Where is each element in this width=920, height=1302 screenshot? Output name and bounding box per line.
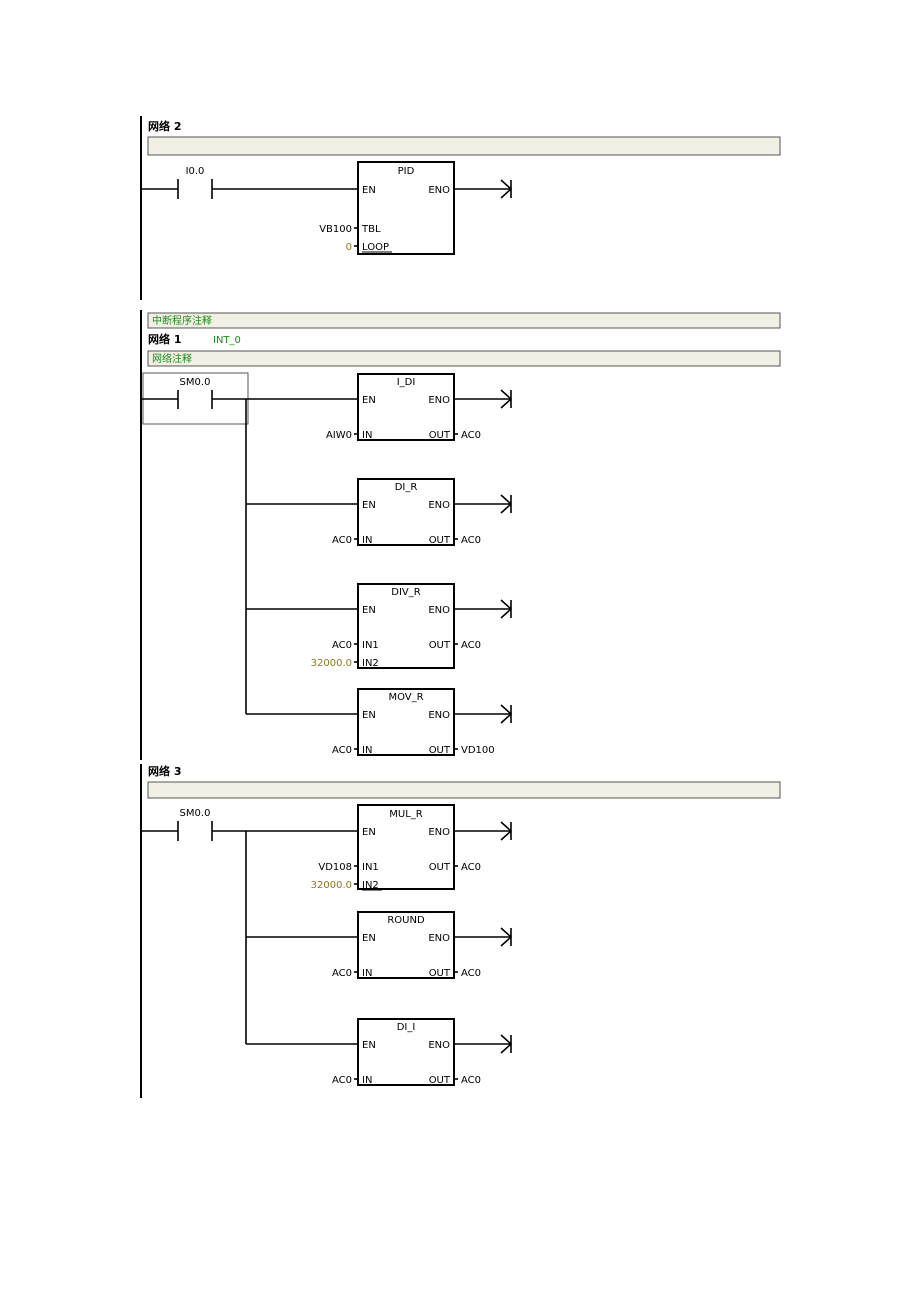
mul-r-coil-arrow (500, 821, 513, 841)
mul-r-in1-value: VD108 (318, 862, 352, 873)
round-out-value: AC0 (461, 968, 481, 979)
div-r-in2-value: 32000.0 (311, 658, 352, 669)
di-i-en: EN (362, 1040, 376, 1051)
div-r-block[interactable]: DIV_R EN ENO IN1 IN2 OUT AC0 32000.0 AC0 (311, 583, 513, 669)
round-title: ROUND (387, 915, 425, 926)
di-i-in-value: AC0 (332, 1075, 352, 1086)
div-r-in2-pin: IN2 (362, 658, 379, 669)
div-r-out-value: AC0 (461, 640, 481, 651)
mov-r-out-pin: OUT (429, 745, 451, 756)
di-i-out-value: AC0 (461, 1075, 481, 1086)
mul-r-eno: ENO (428, 827, 450, 838)
i-di-out-value: AC0 (461, 430, 481, 441)
pid-title: PID (398, 166, 415, 177)
i-di-coil-arrow (500, 389, 513, 409)
di-r-in-value: AC0 (332, 535, 352, 546)
di-r-en: EN (362, 500, 376, 511)
net2-comment-bar[interactable] (147, 136, 781, 156)
net2-contact-label: I0.0 (186, 166, 205, 177)
mul-r-out-pin: OUT (429, 862, 451, 873)
di-r-out-pin: OUT (429, 535, 451, 546)
round-out-pin: OUT (429, 968, 451, 979)
round-en: EN (362, 933, 376, 944)
isr-contact-label: SM0.0 (180, 377, 211, 388)
di-i-eno: ENO (428, 1040, 450, 1051)
mul-r-in2-value: 32000.0 (311, 880, 352, 891)
i-di-in-value: AIW0 (326, 430, 352, 441)
div-r-in1-pin: IN1 (362, 640, 379, 651)
di-r-title: DI_R (395, 482, 418, 493)
round-in-pin: IN (362, 968, 372, 979)
mul-r-title: MUL_R (389, 809, 423, 820)
net2-title: 网络 2 (148, 119, 181, 133)
di-r-block[interactable]: DI_R EN ENO IN OUT AC0 AC0 (332, 478, 513, 546)
div-r-en: EN (362, 605, 376, 616)
di-i-out-pin: OUT (429, 1075, 451, 1086)
isr-net-comment-bar[interactable] (147, 350, 781, 367)
net3-comment-bar[interactable] (147, 781, 781, 799)
pid-loop-pin: LOOP (362, 242, 389, 253)
div-r-in1-value: AC0 (332, 640, 352, 651)
pid-tbl-pin: TBL (361, 224, 381, 235)
round-in-value: AC0 (332, 968, 352, 979)
mov-r-coil-arrow (500, 704, 513, 724)
pid-eno: ENO (428, 185, 450, 196)
mov-r-en: EN (362, 710, 376, 721)
pid-coil-arrow (500, 179, 513, 199)
i-di-eno: ENO (428, 395, 450, 406)
round-eno: ENO (428, 933, 450, 944)
net3-contact-label: SM0.0 (180, 808, 211, 819)
mul-r-out-value: AC0 (461, 862, 481, 873)
di-r-in-pin: IN (362, 535, 372, 546)
net3-title: 网络 3 (148, 764, 181, 778)
isr-comment-bar[interactable] (147, 312, 781, 329)
di-r-out-value: AC0 (461, 535, 481, 546)
round-block[interactable]: ROUND EN ENO IN OUT AC0 AC0 (332, 911, 513, 979)
i-di-in-pin: IN (362, 430, 372, 441)
pid-loop-value: 0 (346, 242, 352, 253)
pid-block[interactable]: PID EN ENO TBL LOOP VB100 0 (319, 161, 513, 255)
di-i-block[interactable]: DI_I EN ENO IN OUT AC0 AC0 (332, 1018, 513, 1086)
mul-r-en: EN (362, 827, 376, 838)
mov-r-in-value: AC0 (332, 745, 352, 756)
div-r-title: DIV_R (391, 587, 420, 598)
pid-en: EN (362, 185, 376, 196)
di-i-coil-arrow (500, 1034, 513, 1054)
div-r-out-pin: OUT (429, 640, 451, 651)
pid-box (357, 161, 455, 255)
mov-r-title: MOV_R (388, 692, 423, 703)
div-r-coil-arrow (500, 599, 513, 619)
mov-r-eno: ENO (428, 710, 450, 721)
di-i-title: DI_I (397, 1022, 416, 1033)
mul-r-block[interactable]: MUL_R EN ENO IN1 IN2 OUT VD108 32000.0 A… (311, 804, 513, 891)
round-coil-arrow (500, 927, 513, 947)
div-r-eno: ENO (428, 605, 450, 616)
isr-comment: 中断程序注释 (152, 314, 212, 327)
pid-tbl-value: VB100 (319, 224, 352, 235)
i-di-block[interactable]: I_DI EN ENO IN OUT AIW0 AC0 (326, 373, 513, 441)
mov-r-in-pin: IN (362, 745, 372, 756)
mov-r-out-value: VD100 (461, 745, 495, 756)
mul-r-in1-pin: IN1 (362, 862, 379, 873)
mov-r-block[interactable]: MOV_R EN ENO IN OUT AC0 VD100 (332, 688, 513, 756)
isr-net-title: 网络 1 (148, 332, 181, 346)
mul-r-in2-pin: IN2 (362, 880, 379, 891)
isr-net-comment: 网络注释 (152, 352, 192, 365)
di-r-coil-arrow (500, 494, 513, 514)
i-di-out-pin: OUT (429, 430, 451, 441)
i-di-title: I_DI (397, 377, 416, 388)
di-i-in-pin: IN (362, 1075, 372, 1086)
isr-name: INT_0 (213, 335, 241, 346)
i-di-en: EN (362, 395, 376, 406)
di-r-eno: ENO (428, 500, 450, 511)
